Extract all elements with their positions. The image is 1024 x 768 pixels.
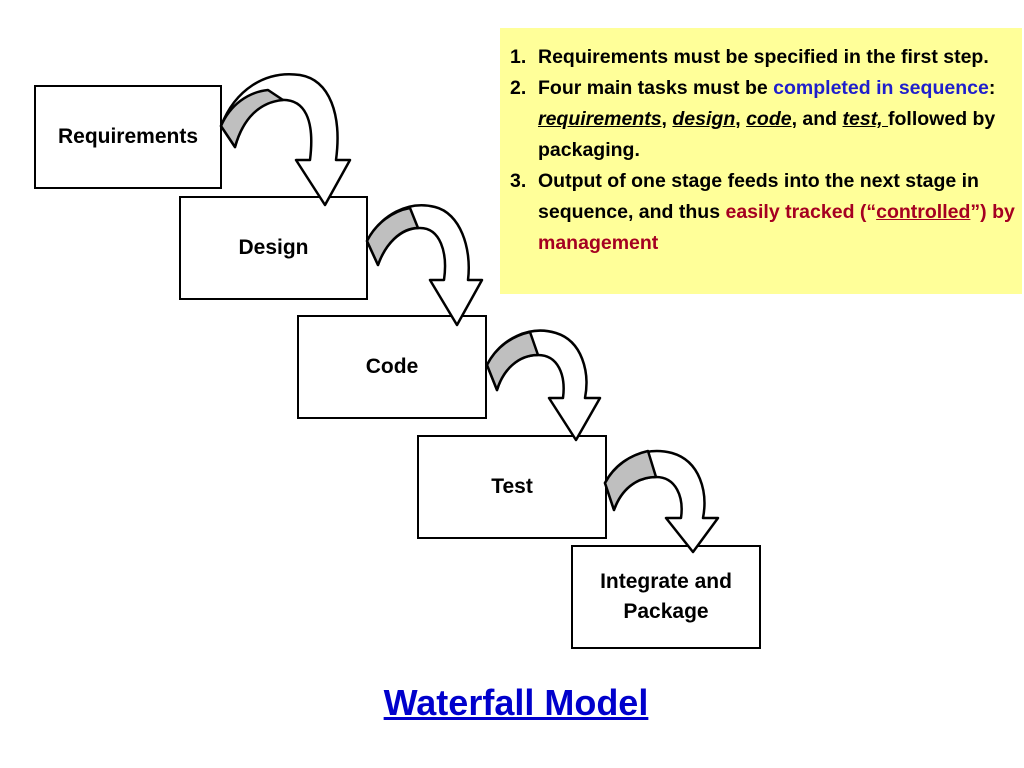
note-text: Requirements must be specified in the fi… xyxy=(538,46,989,68)
note-text: followed by packaging. xyxy=(538,108,996,161)
note-term: design xyxy=(672,108,736,130)
stage-box-code: Code xyxy=(297,315,487,419)
note-text: Four main tasks must be xyxy=(538,77,774,99)
stage-label: Code xyxy=(365,355,419,378)
stage-box-design: Design xyxy=(179,196,368,300)
diagram-title: Waterfall Model xyxy=(383,682,649,723)
note-item: 1. Requirements must be specified in the … xyxy=(510,42,1016,73)
note-emphasis: ”) by management xyxy=(538,201,1015,254)
stage-label: Requirements xyxy=(57,125,199,148)
note-text: , xyxy=(661,108,673,130)
stage-box-integrate-package: Integrate and Package xyxy=(571,545,761,649)
note-emphasis: easily tracked (“ xyxy=(725,201,877,223)
stage-label: Test xyxy=(491,475,533,498)
note-term: code xyxy=(746,108,792,130)
note-number: 1. xyxy=(510,46,527,68)
note-item: 2. Four main tasks must be completed in s… xyxy=(510,73,1016,166)
curved-arrow-icon xyxy=(219,73,352,207)
note-emphasis: completed in sequence xyxy=(773,77,989,99)
note-emphasis: controlled xyxy=(876,201,971,223)
note-text: , xyxy=(735,108,747,130)
note-text: : xyxy=(988,77,996,99)
note-number: 2. xyxy=(510,77,527,99)
stage-label: Design xyxy=(238,236,309,259)
curved-arrow-icon xyxy=(485,329,602,442)
notes-panel: 1. Requirements must be specified in the … xyxy=(500,28,1022,294)
note-term: requirements xyxy=(538,108,662,130)
stage-box-requirements: Requirements xyxy=(34,85,222,189)
note-item: 3. Output of one stage feeds into the nex… xyxy=(510,166,1016,259)
note-text: Output of one stage feeds into the next … xyxy=(538,170,979,223)
note-number: 3. xyxy=(510,170,527,192)
note-text: , and xyxy=(791,108,843,130)
curved-arrow-icon xyxy=(603,449,720,554)
note-term: test, xyxy=(842,108,889,130)
curved-arrow-icon xyxy=(365,204,484,327)
stage-box-test: Test xyxy=(417,435,607,539)
stage-label: Integrate and Package xyxy=(600,570,732,623)
